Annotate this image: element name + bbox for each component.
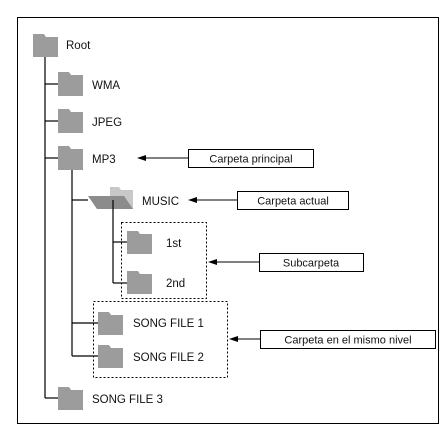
folder-1st-icon [127, 231, 152, 254]
callout-same-level-box [260, 330, 436, 349]
song-file-3-label: SONG FILE 3 [92, 394, 163, 406]
file-song-1-icon [98, 312, 123, 335]
callout-main-folder-box [188, 149, 314, 168]
callout-same-level-label: Carpeta en el mismo nivel [284, 335, 411, 347]
first-subfolder-label: 1st [166, 238, 182, 250]
tree-connectors [44, 56, 127, 399]
same-level-group-box [93, 301, 228, 378]
callout-current-folder-box [237, 191, 349, 210]
file-song-2-icon [98, 345, 123, 368]
second-subfolder-label: 2nd [166, 278, 185, 290]
callout-current-folder-label: Carpeta actual [257, 196, 329, 208]
callout-arrows [137, 155, 260, 342]
callout-main-folder-label: Carpeta principal [209, 154, 292, 166]
callout-subfolder-label: Subcarpeta [283, 258, 340, 270]
folder-mp3-icon [58, 146, 83, 170]
song-file-1-label: SONG FILE 1 [133, 318, 204, 330]
callout-subfolder-box [259, 253, 364, 272]
root-label: Root [66, 40, 91, 52]
folder-wma-icon [58, 72, 83, 96]
folder-music-open-icon [88, 187, 133, 209]
mp3-label: MP3 [92, 154, 116, 166]
wma-label: WMA [92, 80, 120, 92]
jpeg-label: JPEG [92, 117, 122, 129]
diagram-frame [17, 17, 439, 424]
folder-root-icon [33, 34, 58, 57]
folder-jpeg-icon [58, 109, 83, 133]
song-file-2-label: SONG FILE 2 [133, 352, 204, 364]
file-song-3-icon [58, 387, 83, 410]
subfolder-group-box [121, 222, 207, 299]
music-label: MUSIC [142, 196, 179, 208]
folder-2nd-icon [127, 271, 152, 294]
